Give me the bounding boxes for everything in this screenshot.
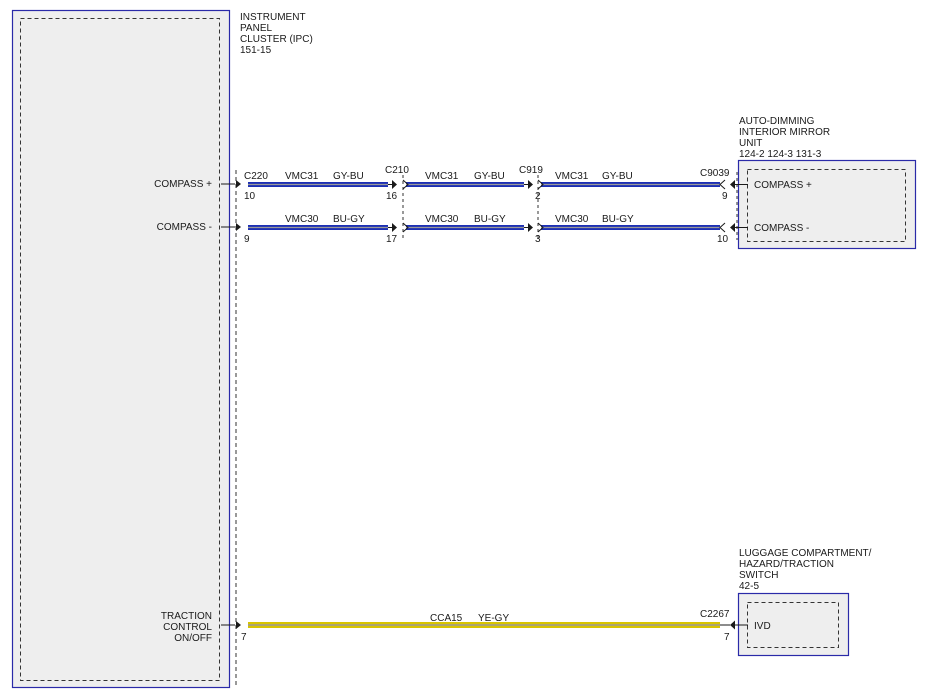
switch-title-line-3: SWITCH	[739, 570, 778, 581]
c220-label: C220	[244, 171, 268, 182]
wire-vmc31-color-1: GY-BU	[333, 171, 364, 182]
ipc-module-inner-dashed	[20, 18, 220, 681]
wire-vmc30-segment-3[interactable]	[541, 225, 720, 230]
c210-label: C210	[385, 165, 409, 176]
switch-module-inner-dashed	[747, 602, 839, 648]
c220-pin-bottom: 9	[244, 234, 250, 245]
mirror-pin-compass-plus: COMPASS +	[754, 180, 812, 191]
c9039-connector[interactable]	[719, 172, 748, 240]
wire-cca15-color: YE-GY	[478, 613, 509, 624]
ipc-title-line-2: PANEL	[240, 23, 272, 34]
mirror-title: AUTO-DIMMING INTERIOR MIRROR UNIT 124-2 …	[739, 116, 830, 160]
c2267-connector[interactable]	[720, 620, 748, 630]
c9039-pin-bottom: 10	[717, 234, 729, 245]
c220-pin-traction: 7	[241, 632, 247, 643]
ipc-title-line-3: CLUSTER (IPC)	[240, 34, 313, 45]
mirror-title-line-2: INTERIOR MIRROR	[739, 127, 830, 138]
ipc-title-line-1: INSTRUMENT	[240, 12, 306, 23]
wire-vmc31-segment-2[interactable]	[406, 182, 524, 187]
c2267-label: C2267	[700, 609, 730, 620]
wire-vmc30-color-1: BU-GY	[333, 214, 365, 225]
mirror-module[interactable]	[737, 159, 917, 250]
wire-vmc31-segment-3[interactable]	[541, 182, 720, 187]
wire-vmc31-label-1: VMC31	[285, 171, 319, 182]
wire-vmc31-color-2: GY-BU	[474, 171, 505, 182]
wire-vmc31-label-3: VMC31	[555, 171, 589, 182]
c210-pin-bottom: 17	[386, 234, 398, 245]
mirror-title-line-3: UNIT	[739, 138, 762, 149]
switch-title-line-4: 42-5	[739, 581, 759, 592]
mirror-module-inner-dashed	[747, 169, 906, 242]
mirror-title-line-1: AUTO-DIMMING	[739, 116, 815, 127]
ipc-pin-traction-line-3: ON/OFF	[174, 633, 212, 644]
ipc-module-outline	[11, 9, 231, 689]
wire-vmc30-label-2: VMC30	[425, 214, 459, 225]
mirror-module-outline	[737, 159, 917, 250]
wire-vmc30-label-1: VMC30	[285, 214, 319, 225]
ipc-title: INSTRUMENT PANEL CLUSTER (IPC) 151-15	[240, 12, 313, 56]
mirror-pin-compass-minus: COMPASS -	[754, 223, 809, 234]
wire-vmc31-color-3: GY-BU	[602, 171, 633, 182]
c919-label: C919	[519, 165, 543, 176]
wire-vmc30-color-2: BU-GY	[474, 214, 506, 225]
switch-title-line-1: LUGGAGE COMPARTMENT/	[739, 548, 872, 559]
switch-title: LUGGAGE COMPARTMENT/ HAZARD/TRACTION SWI…	[739, 548, 872, 592]
c220-pin-arrow-bottom	[236, 223, 241, 231]
c9039-label: C9039	[700, 168, 730, 179]
wire-cca15[interactable]	[248, 622, 720, 628]
wire-vmc30-color-3: BU-GY	[602, 214, 634, 225]
switch-title-line-2: HAZARD/TRACTION	[739, 559, 834, 570]
wire-vmc31-label-2: VMC31	[425, 171, 459, 182]
ipc-title-line-4: 151-15	[240, 45, 272, 56]
c919-pin-bottom: 3	[535, 234, 541, 245]
c220-pin-top: 10	[244, 191, 256, 202]
c9039-pin-top: 9	[722, 191, 728, 202]
c2267-pin: 7	[724, 632, 730, 643]
ipc-pin-compass-plus: COMPASS +	[154, 179, 212, 190]
c919-pin-top: 2	[535, 191, 541, 202]
c210-pin-top: 16	[386, 191, 398, 202]
wire-vmc30-label-3: VMC30	[555, 214, 589, 225]
wire-vmc30-segment-2[interactable]	[406, 225, 524, 230]
c220-pin-arrow-top	[236, 180, 241, 188]
c919-connector[interactable]	[524, 175, 544, 238]
ipc-pin-traction-line-1: TRACTION	[161, 611, 212, 622]
wire-vmc31-segment-1[interactable]	[248, 182, 388, 187]
ipc-pin-compass-minus: COMPASS -	[157, 222, 212, 233]
ipc-module[interactable]	[11, 9, 231, 689]
ipc-pin-traction-line-2: CONTROL	[163, 622, 212, 633]
c210-connector[interactable]	[388, 175, 409, 238]
mirror-title-line-4: 124-2 124-3 131-3	[739, 149, 822, 160]
switch-pin-ivd: IVD	[754, 621, 771, 632]
wire-vmc30-segment-1[interactable]	[248, 225, 388, 230]
c220-pin-arrow-traction	[236, 621, 241, 629]
wire-cca15-label: CCA15	[430, 613, 463, 624]
